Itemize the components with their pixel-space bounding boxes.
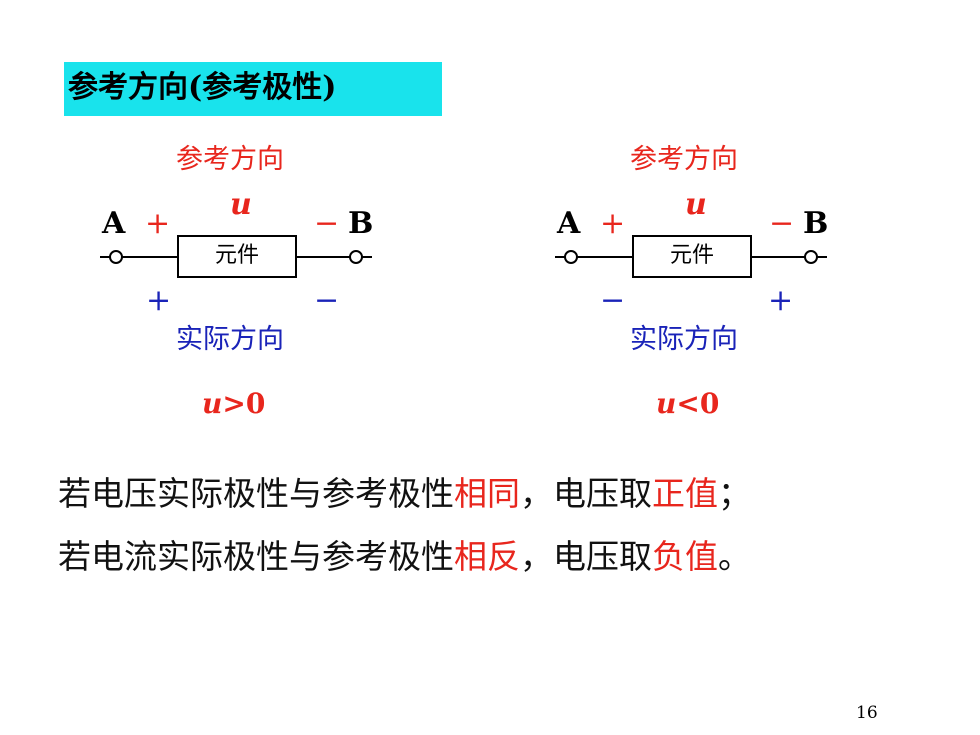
- page-number: 16: [856, 703, 878, 723]
- right-terminal-a: A: [557, 206, 581, 241]
- line1-highlight-positive: 正值: [652, 474, 718, 513]
- right-voltage-symbol: u: [685, 187, 707, 222]
- line1-text-a: 若电压实际极性与参考极性: [58, 474, 454, 513]
- left-terminal-a: A: [102, 206, 126, 241]
- line1-text-b: ，电压取: [520, 474, 652, 513]
- page-title: 参考方向(参考极性): [68, 70, 337, 105]
- left-element-label: 元件: [214, 243, 259, 268]
- line2-text-a: 若电流实际极性与参考极性: [58, 537, 454, 576]
- left-circuit-wiring: [100, 235, 372, 278]
- left-reference-label: 参考方向: [176, 144, 284, 175]
- right-element-label: 元件: [669, 243, 714, 268]
- left-voltage-symbol: u: [230, 187, 252, 222]
- right-actual-minus: −: [600, 283, 626, 318]
- right-ref-plus: +: [600, 206, 626, 241]
- line2-highlight-negative: 负值: [652, 537, 718, 576]
- line2-highlight-opposite: 相反: [454, 537, 520, 576]
- right-actual-plus: +: [768, 283, 794, 318]
- terminal-b-node: [804, 250, 818, 264]
- left-ref-minus: −: [314, 206, 340, 241]
- left-condition-rest: >0: [222, 387, 266, 420]
- statement-line-2: 若电流实际极性与参考极性相反，电压取负值。: [58, 536, 751, 578]
- line2-text-b: ，电压取: [520, 537, 652, 576]
- right-condition-rest: <0: [676, 387, 720, 420]
- left-ref-plus: +: [145, 206, 171, 241]
- right-actual-label: 实际方向: [630, 324, 738, 355]
- right-terminal-b: B: [803, 206, 829, 241]
- right-ref-minus: −: [769, 206, 795, 241]
- terminal-a-node: [564, 250, 578, 264]
- right-reference-label: 参考方向: [630, 144, 738, 175]
- right-condition-var: u: [656, 387, 677, 420]
- right-condition: u<0: [656, 388, 719, 420]
- right-circuit-wiring: [555, 235, 827, 278]
- terminal-a-node: [109, 250, 123, 264]
- line1-text-c: ；: [718, 474, 751, 513]
- left-actual-minus: −: [314, 283, 340, 318]
- line2-text-c: 。: [718, 537, 751, 576]
- title-highlight: [64, 62, 442, 116]
- line1-highlight-same: 相同: [454, 474, 520, 513]
- left-condition: u>0: [202, 388, 265, 420]
- left-actual-plus: +: [146, 283, 172, 318]
- statement-line-1: 若电压实际极性与参考极性相同，电压取正值；: [58, 473, 751, 515]
- left-condition-var: u: [202, 387, 223, 420]
- left-actual-label: 实际方向: [176, 324, 284, 355]
- left-terminal-b: B: [348, 206, 374, 241]
- terminal-b-node: [349, 250, 363, 264]
